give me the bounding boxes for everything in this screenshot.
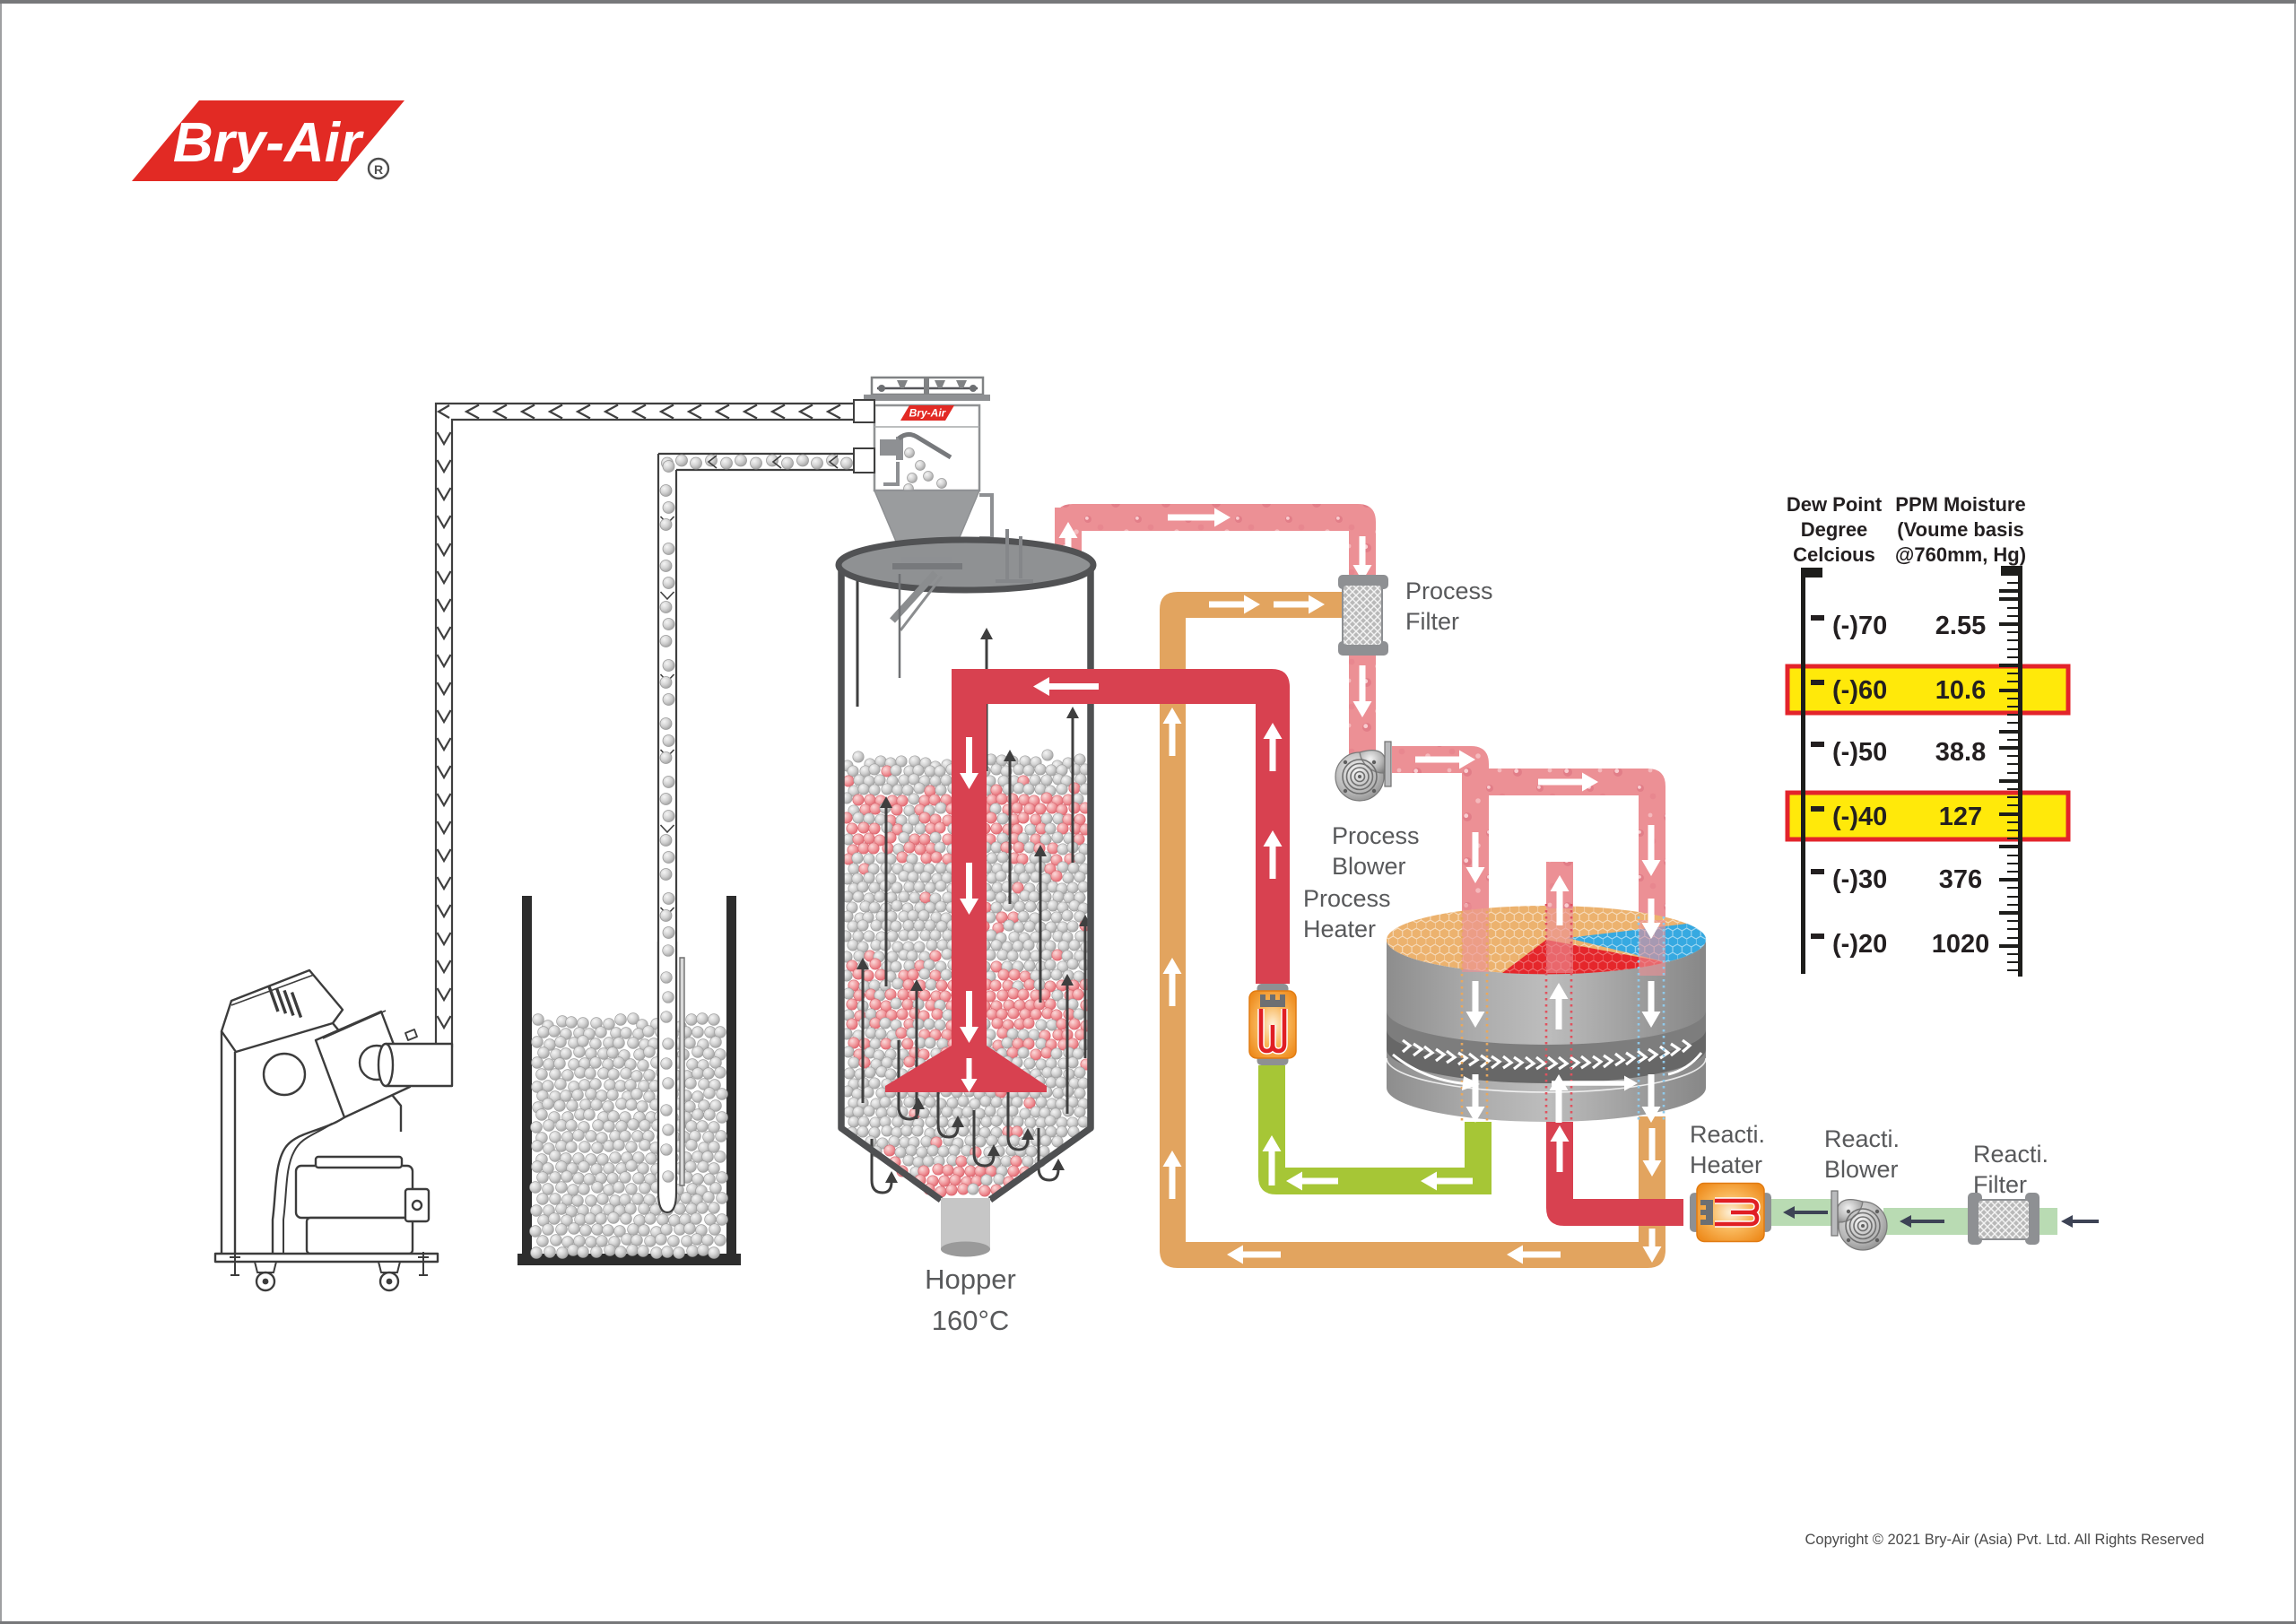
- svg-text:Blower: Blower: [1824, 1156, 1899, 1183]
- svg-text:(-)70: (-)70: [1832, 612, 1887, 640]
- svg-text:(-)60: (-)60: [1832, 676, 1887, 705]
- svg-text:Degree: Degree: [1801, 518, 1868, 541]
- svg-text:Bry-Air: Bry-Air: [909, 407, 947, 420]
- svg-text:Dew Point: Dew Point: [1787, 493, 1883, 516]
- svg-text:Filter: Filter: [1973, 1171, 2027, 1198]
- svg-text:Hopper: Hopper: [925, 1264, 1016, 1295]
- svg-text:Reacti.: Reacti.: [1824, 1125, 1900, 1152]
- svg-text:Process: Process: [1405, 578, 1493, 604]
- svg-text:Heater: Heater: [1303, 916, 1376, 942]
- svg-text:Reacti.: Reacti.: [1690, 1121, 1765, 1148]
- svg-text:2.55: 2.55: [1935, 612, 1986, 640]
- svg-text:376: 376: [1939, 865, 1982, 894]
- svg-text:(-)30: (-)30: [1832, 865, 1887, 894]
- svg-text:1020: 1020: [1932, 930, 1990, 959]
- svg-text:Filter: Filter: [1405, 608, 1459, 635]
- svg-text:Copyright © 2021 Bry-Air (Asia: Copyright © 2021 Bry-Air (Asia) Pvt. Ltd…: [1805, 1532, 2205, 1548]
- svg-text:(-)20: (-)20: [1832, 930, 1887, 959]
- svg-text:160°C: 160°C: [932, 1305, 1010, 1336]
- svg-text:Reacti.: Reacti.: [1973, 1141, 2048, 1168]
- svg-text:127: 127: [1939, 803, 1982, 831]
- svg-text:Heater: Heater: [1690, 1151, 1762, 1178]
- svg-text:Process: Process: [1332, 822, 1420, 849]
- svg-text:(-)40: (-)40: [1832, 803, 1887, 831]
- svg-text:(-)50: (-)50: [1832, 738, 1887, 767]
- svg-text:R: R: [374, 162, 383, 177]
- svg-text:Bry-Air: Bry-Air: [173, 112, 364, 174]
- svg-text:10.6: 10.6: [1935, 676, 1986, 705]
- svg-text:(Voume basis: (Voume basis: [1897, 518, 2023, 541]
- svg-text:Process: Process: [1303, 885, 1391, 912]
- svg-text:@760mm, Hg): @760mm, Hg): [1895, 543, 2026, 566]
- svg-text:PPM Moisture: PPM Moisture: [1895, 493, 2025, 516]
- svg-text:Blower: Blower: [1332, 853, 1406, 880]
- svg-text:38.8: 38.8: [1935, 738, 1986, 767]
- svg-text:Celcious: Celcious: [1793, 543, 1875, 566]
